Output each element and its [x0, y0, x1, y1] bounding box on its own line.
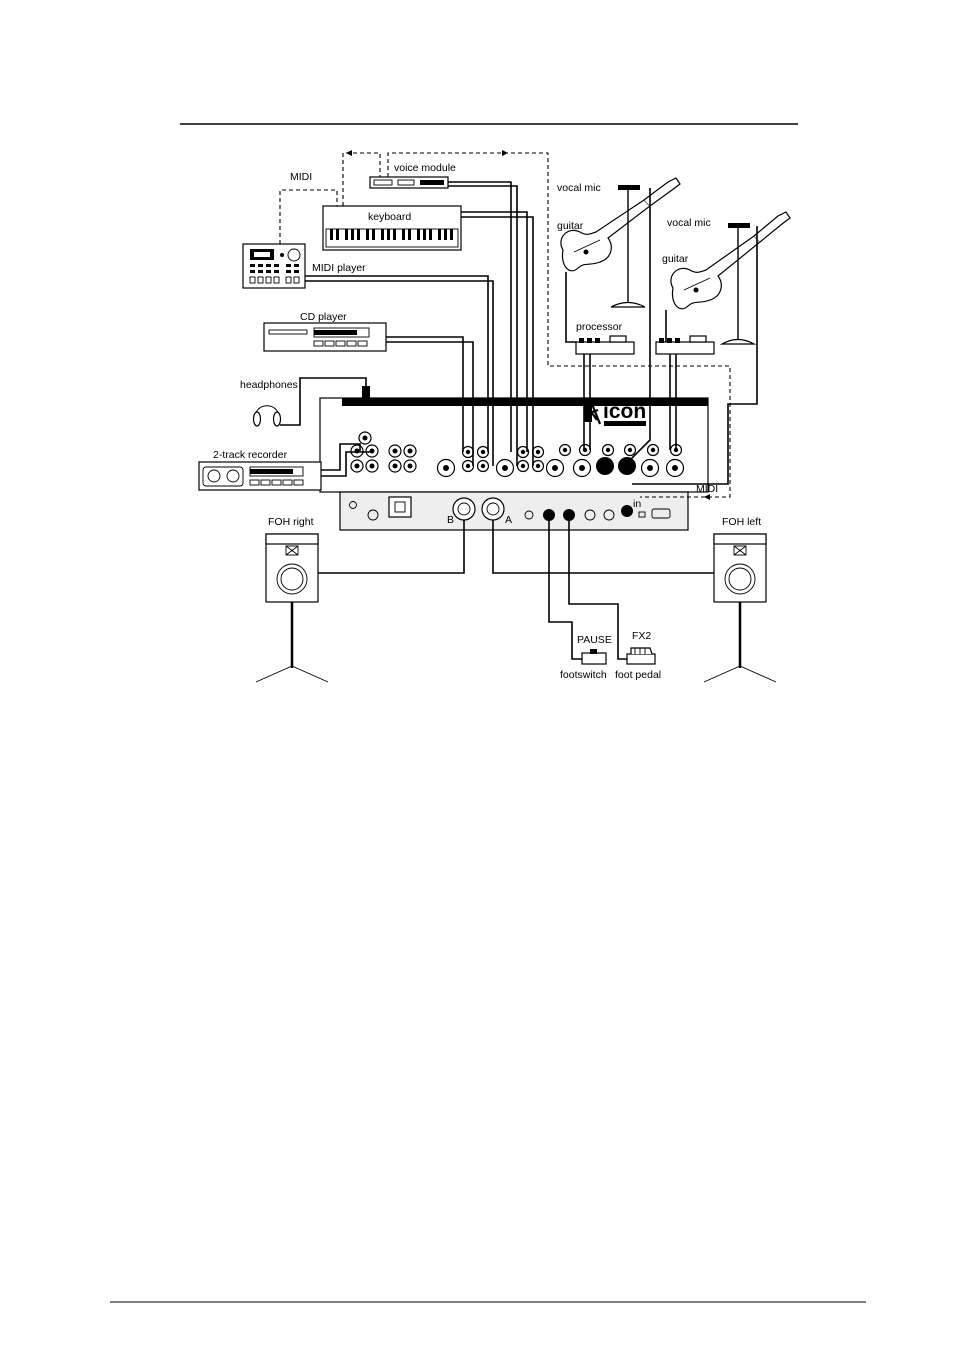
- footswitch-jack: [543, 509, 555, 521]
- pause-label: PAUSE: [577, 634, 612, 646]
- guitar-right-label: guitar: [662, 253, 689, 265]
- foh-left-label: FOH left: [722, 516, 761, 528]
- footswitch-icon: [582, 649, 606, 664]
- out-b-label: B: [447, 514, 454, 526]
- guitar-left-label: guitar: [557, 220, 584, 232]
- foot-pedal-icon: [627, 648, 655, 664]
- fx2-label: FX2: [632, 630, 651, 642]
- foh-left-speaker: [704, 534, 776, 682]
- cd-player-label: CD player: [300, 311, 347, 323]
- midi-player-label: MIDI player: [312, 262, 366, 274]
- voice-module: [370, 177, 448, 188]
- out-a-label: A: [505, 514, 512, 526]
- two-track-recorder-label: 2-track recorder: [213, 449, 288, 461]
- foh-right-speaker: [256, 534, 328, 682]
- headphones-icon: [254, 406, 281, 426]
- midi-in-jack: [621, 505, 633, 517]
- processor-right: [656, 336, 714, 354]
- midi-player: [243, 244, 305, 288]
- processor-left: [576, 336, 634, 354]
- foot-pedal-label: foot pedal: [615, 669, 661, 681]
- vocal-mic-left-label: vocal mic: [557, 182, 601, 194]
- vocal-mic-right-label: vocal mic: [667, 217, 711, 229]
- midi-top-label: MIDI: [290, 171, 312, 183]
- power-socket: [389, 497, 411, 517]
- speaker-out-a: [482, 498, 504, 520]
- two-track-recorder: [199, 462, 321, 490]
- speaker-out-b: [453, 498, 475, 520]
- processor-label: processor: [576, 321, 623, 333]
- foot-pedal-jack: [563, 509, 575, 521]
- keyboard-label: keyboard: [368, 211, 411, 223]
- headphones-label: headphones: [240, 379, 298, 391]
- foh-right-label: FOH right: [268, 516, 314, 528]
- midi-in-label: in: [633, 498, 641, 510]
- voice-module-label: voice module: [394, 162, 456, 174]
- mixer-top-strip: [342, 398, 708, 406]
- brand-logo-text: icon: [603, 400, 646, 423]
- cd-player: [264, 323, 386, 351]
- footswitch-label: footswitch: [560, 669, 607, 681]
